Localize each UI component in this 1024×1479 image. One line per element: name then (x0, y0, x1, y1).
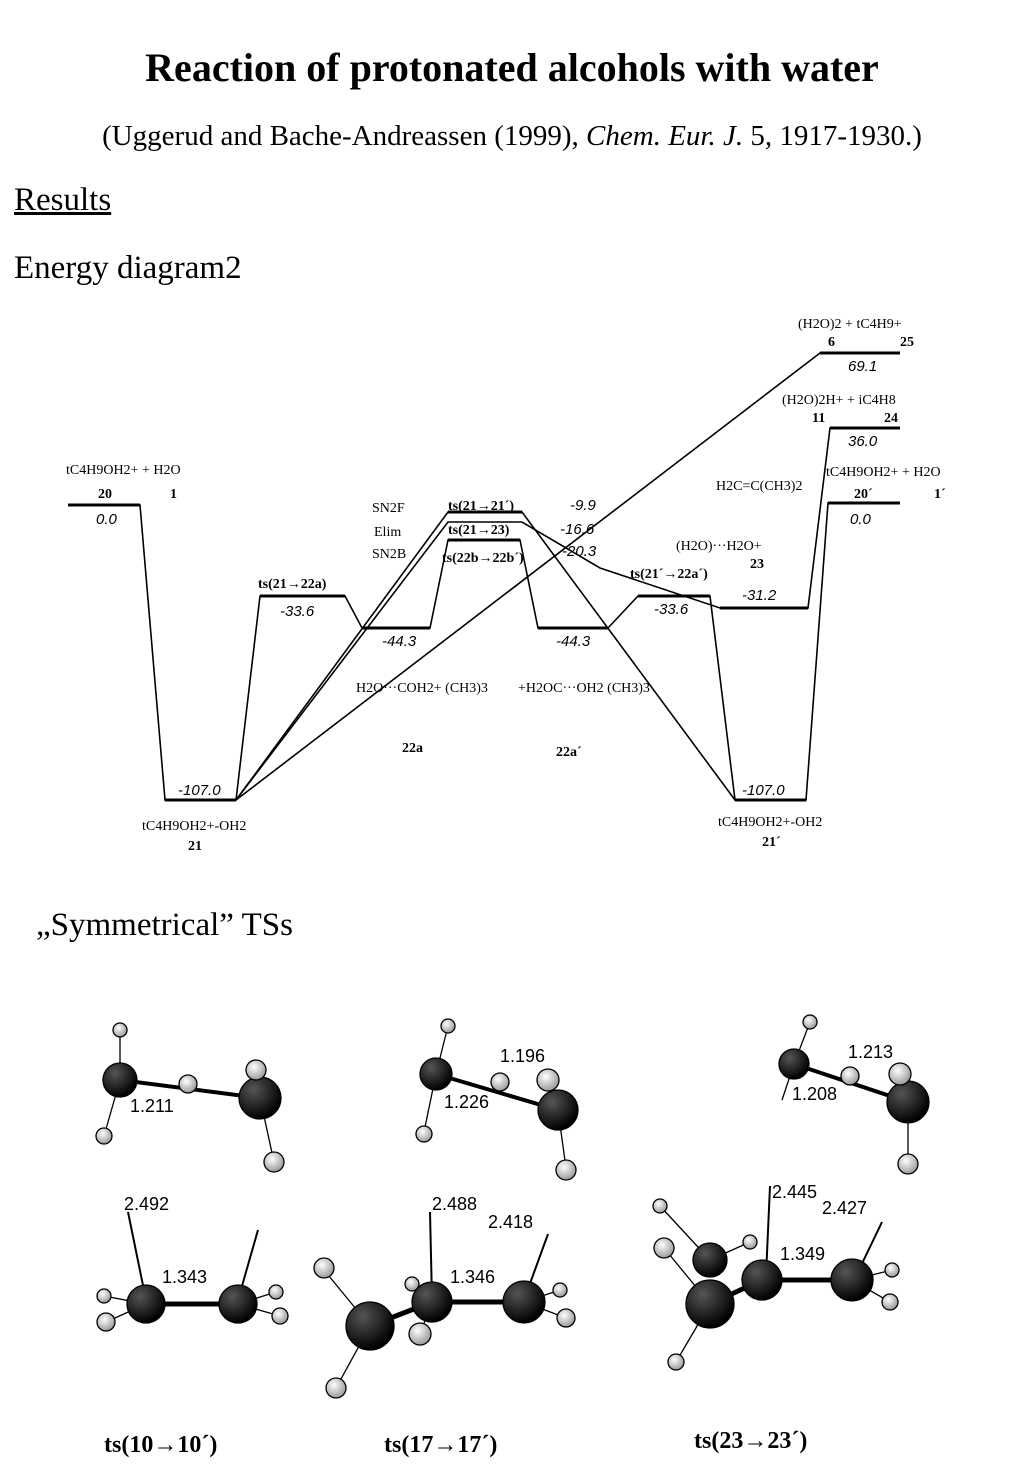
label-20p-species: tC4H9OH2+ + H2O (826, 465, 941, 480)
structure-ts17 (313, 1018, 579, 1399)
label-22ap-structure: +H2OC···OH2 (CH3)3 (518, 681, 650, 696)
label-23: 23 (750, 557, 764, 572)
dist-ts17-top-a: 1.196 (500, 1046, 545, 1066)
energy-6-25: 69.1 (848, 358, 877, 375)
dist-ts17-left: 2.488 (432, 1194, 477, 1214)
energy-ts22b: -20.3 (562, 543, 597, 560)
ts17-label: ts(17→17´) (384, 1432, 497, 1458)
label-1p: 1´ (934, 487, 946, 502)
label-sn2f: SN2F (372, 501, 405, 516)
dist-ts23-right: 2.427 (822, 1198, 867, 1218)
citation-suffix: 5, 1917-1930.) (743, 120, 922, 152)
ts10-label: ts(10→10´) (104, 1432, 217, 1458)
energy-20p: 0.0 (850, 511, 872, 528)
energy-ts21-21p: -9.9 (570, 497, 597, 514)
label-20: 20 (98, 487, 112, 502)
energy-ts21p-22ap: -33.6 (654, 601, 689, 618)
energy-levels (68, 351, 900, 802)
label-ts22b: ts(22b→22b´) (442, 551, 524, 566)
energy-23: -31.2 (742, 587, 777, 604)
label-21p: 21´ (762, 835, 781, 850)
label-ts21-22a: ts(21→22a) (258, 577, 327, 592)
page-title: Reaction of protonated alcohols with wat… (145, 45, 879, 90)
energy-ts21-23: -16.6 (560, 521, 595, 538)
label-25: 25 (900, 335, 914, 350)
label-21p-species: tC4H9OH2+-OH2 (718, 815, 822, 830)
dist-ts10-center: 1.343 (162, 1267, 207, 1287)
dist-ts23-top-b: 1.208 (792, 1084, 837, 1104)
dist-ts17-top-b: 1.226 (444, 1092, 489, 1112)
dist-ts17-right: 2.418 (488, 1212, 533, 1232)
label-sn2b: SN2B (372, 547, 406, 562)
label-22a-structure: H2O···COH2+ (CH3)3 (356, 681, 488, 696)
path-elim-23 (235, 427, 900, 801)
dist-ts23-center: 1.349 (780, 1244, 825, 1264)
path-dissociation (235, 352, 900, 801)
structure-ts10 (95, 1022, 289, 1332)
label-11: 11 (812, 411, 825, 426)
energy-ts21-22a: -33.6 (280, 603, 315, 620)
label-22ap: 22a´ (556, 745, 582, 760)
label-ts21-23: ts(21→23) (448, 523, 510, 538)
energy-11-24: 36.0 (848, 433, 878, 450)
symmetrical-heading: „Symmetrical” TSs (36, 907, 293, 943)
label-6-25-species: (H2O)2 + tC4H9+ (798, 317, 902, 332)
label-23-water: (H2O)···H2O+ (676, 539, 762, 554)
label-20p: 20´ (854, 487, 873, 502)
label-reactants: tC4H9OH2+ + H2O (66, 463, 181, 478)
label-elim: Elim (374, 525, 401, 540)
label-ts21p-22ap: ts(21´→22a´) (630, 567, 708, 582)
label-1: 1 (170, 487, 177, 502)
ts23-label: ts(23→23´) (694, 1428, 807, 1454)
label-24: 24 (884, 411, 898, 426)
dist-ts23-left: 2.445 (772, 1182, 817, 1202)
energy-22a: -44.3 (382, 633, 417, 650)
citation-prefix: (Uggerud and Bache-Andreassen (1999), (102, 120, 587, 152)
citation: (Uggerud and Bache-Andreassen (1999), Ch… (0, 120, 1024, 153)
label-ts21-21p: ts(21→21´) (448, 499, 514, 514)
label-23-alkene: H2C=C(CH3)2 (716, 479, 802, 494)
energy-diagram: 0.0 -107.0 -33.6 -44.3 -9.9 -16.6 -20.3 … (66, 317, 946, 854)
dist-ts23-top-a: 1.213 (848, 1042, 893, 1062)
energy-20: 0.0 (96, 511, 118, 528)
dist-ts17-center: 1.346 (450, 1267, 495, 1287)
results-heading: Results (14, 182, 112, 218)
citation-journal: Chem. Eur. J. (586, 120, 744, 152)
energy-22ap: -44.3 (556, 633, 591, 650)
label-22a: 22a (402, 741, 423, 756)
structure-ts23 (652, 1014, 930, 1371)
path-sn2-left (68, 502, 900, 801)
energy-diagram-lines (68, 352, 900, 801)
label-21: 21 (188, 839, 202, 854)
label-6: 6 (828, 335, 835, 350)
dist-ts10-left: 2.492 (124, 1194, 169, 1214)
dist-ts10-top: 1.211 (130, 1096, 174, 1116)
energy-21p: -107.0 (742, 782, 785, 799)
energy-21: -107.0 (178, 782, 221, 799)
label-11-24-species: (H2O)2H+ + iC4H8 (782, 393, 896, 408)
energy-diagram-heading: Energy diagram2 (14, 250, 242, 286)
label-21-species: tC4H9OH2+-OH2 (142, 819, 246, 834)
